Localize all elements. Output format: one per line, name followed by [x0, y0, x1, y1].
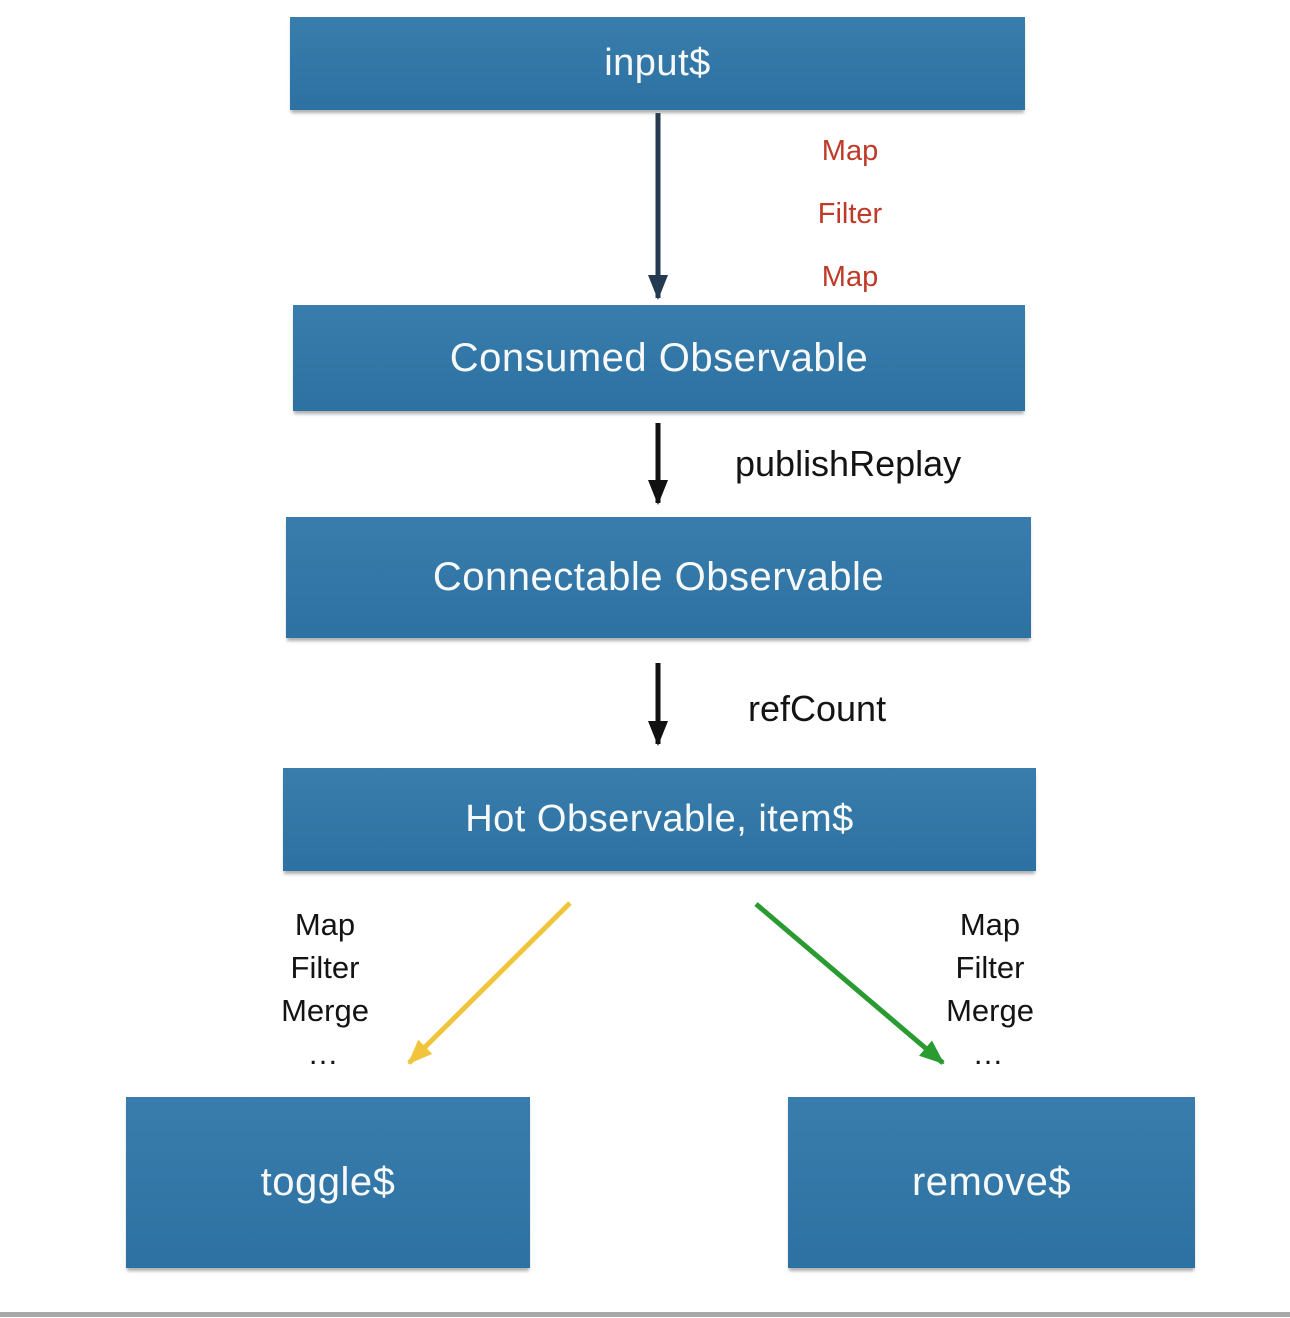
op-map-2: Map — [821, 261, 879, 293]
op-filter-1: Filter — [817, 198, 883, 230]
node-input-label: input$ — [604, 42, 711, 84]
op-right-merge: Merge — [946, 993, 1034, 1028]
op-left-filter: Filter — [290, 950, 360, 985]
node-hot-observable: Hot Observable, item$ — [283, 768, 1036, 871]
node-consumed-observable: Consumed Observable — [293, 305, 1025, 411]
op-right-map: Map — [959, 907, 1021, 942]
node-hot-label: Hot Observable, item$ — [465, 798, 854, 840]
op-map-1: Map — [821, 135, 879, 167]
op-left-merge: Merge — [281, 993, 369, 1028]
ops-hot-to-remove: Map Filter Merge … — [900, 903, 1080, 1075]
node-remove-label: remove$ — [911, 1160, 1072, 1204]
node-toggle-stream: toggle$ — [126, 1097, 530, 1268]
node-consumed-label: Consumed Observable — [449, 335, 869, 380]
ops-input-to-consumed: Map Filter Map — [780, 120, 920, 309]
ops-hot-to-toggle: Map Filter Merge … — [235, 903, 415, 1075]
edge-label-refcount: refCount — [748, 688, 887, 729]
node-connectable-observable: Connectable Observable — [286, 517, 1031, 638]
node-input-stream: input$ — [290, 17, 1025, 110]
bottom-divider-line — [0, 1312, 1290, 1317]
edge-label-publishreplay: publishReplay — [735, 443, 962, 484]
node-toggle-label: toggle$ — [260, 1160, 396, 1204]
node-remove-stream: remove$ — [788, 1097, 1195, 1268]
arrow-hot-to-toggle — [407, 901, 572, 1065]
op-right-ellipsis: … — [972, 1036, 1008, 1071]
op-left-ellipsis: … — [307, 1036, 343, 1071]
node-connectable-label: Connectable Observable — [432, 555, 885, 599]
op-right-filter: Filter — [955, 950, 1025, 985]
op-left-map: Map — [294, 907, 356, 942]
